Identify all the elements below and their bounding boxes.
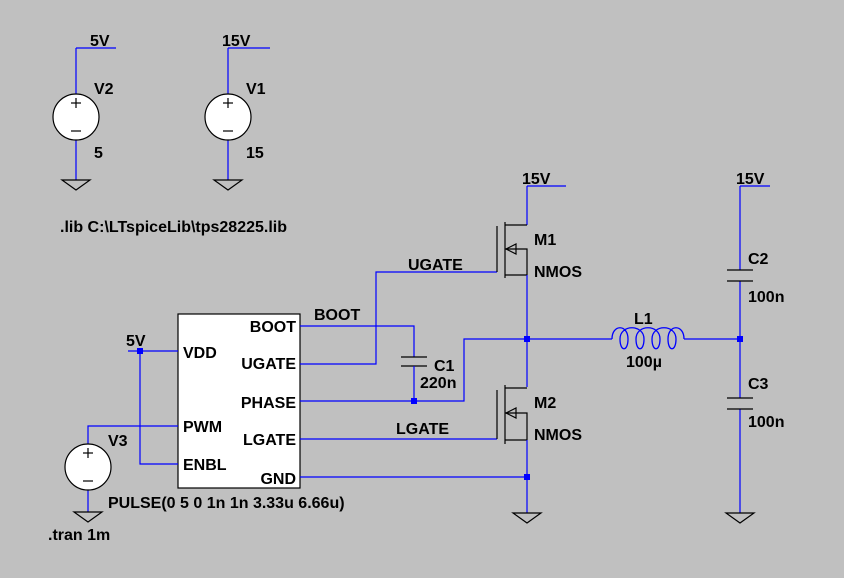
capacitor-c3[interactable] [727, 397, 753, 410]
ground-m2-icon [511, 512, 543, 524]
junction-phase [411, 398, 417, 404]
v2-name: V2 [94, 81, 114, 98]
pin-phase: PHASE [241, 395, 296, 412]
inductor-l1[interactable] [611, 327, 685, 350]
tran-directive[interactable]: .tran 1m [48, 527, 110, 544]
capacitor-c2[interactable] [727, 269, 753, 282]
net-label-v1: 15V [222, 33, 251, 50]
v1-name: V1 [246, 81, 266, 98]
net-label-vdd: 5V [126, 333, 146, 350]
wire-switch-node[interactable] [526, 275, 612, 387]
mosfet-m2[interactable] [496, 385, 528, 444]
net-label-m1-drain: 15V [522, 171, 551, 188]
v3-name: V3 [108, 433, 128, 450]
wire-boot[interactable] [300, 325, 415, 357]
source-v3[interactable] [64, 425, 178, 523]
net-label-ugate: UGATE [408, 257, 463, 274]
driver-ic-body[interactable] [177, 313, 301, 489]
m1-name: M1 [534, 232, 556, 249]
source-v2[interactable] [52, 47, 116, 191]
c2-value: 100n [748, 289, 784, 306]
l1-name: L1 [634, 311, 653, 328]
capacitor-c1[interactable] [401, 356, 427, 367]
wire-output[interactable] [684, 185, 770, 513]
junction-vdd [137, 348, 143, 354]
m2-model: NMOS [534, 427, 582, 444]
v2-value: 5 [94, 145, 103, 162]
net-label-boot: BOOT [314, 307, 360, 324]
pin-boot: BOOT [250, 319, 296, 336]
m2-name: M2 [534, 395, 556, 412]
c3-name: C3 [748, 376, 769, 393]
junction-output [737, 336, 743, 342]
c2-name: C2 [748, 251, 769, 268]
pin-gnd: GND [260, 471, 296, 488]
ground-output-icon [724, 512, 756, 524]
c3-value: 100n [748, 414, 784, 431]
net-label-lgate: LGATE [396, 421, 449, 438]
wire-vdd[interactable] [128, 350, 178, 465]
pin-lgate: LGATE [243, 432, 296, 449]
pin-vdd: VDD [183, 345, 217, 362]
pin-ugate: UGATE [241, 356, 296, 373]
mosfet-m1[interactable] [496, 222, 528, 278]
c1-value: 220n [420, 375, 456, 392]
net-label-v2: 5V [90, 33, 110, 50]
source-v1[interactable] [204, 47, 270, 191]
wire-ugate[interactable] [300, 271, 497, 365]
v3-value: PULSE(0 5 0 1n 1n 3.33u 6.66u) [108, 495, 345, 512]
pin-pwm: PWM [183, 419, 222, 436]
wire-phase[interactable] [300, 338, 527, 402]
net-label-output-top: 15V [736, 171, 765, 188]
m1-model: NMOS [534, 264, 582, 281]
l1-value: 100µ [626, 354, 662, 371]
pin-enbl: ENBL [183, 457, 227, 474]
junction-switch-node [524, 336, 530, 342]
lib-directive[interactable]: .lib C:\LTspiceLib\tps28225.lib [60, 219, 287, 236]
c1-name: C1 [434, 358, 455, 375]
v1-value: 15 [246, 145, 264, 162]
wire-m1-drain[interactable] [526, 185, 566, 225]
